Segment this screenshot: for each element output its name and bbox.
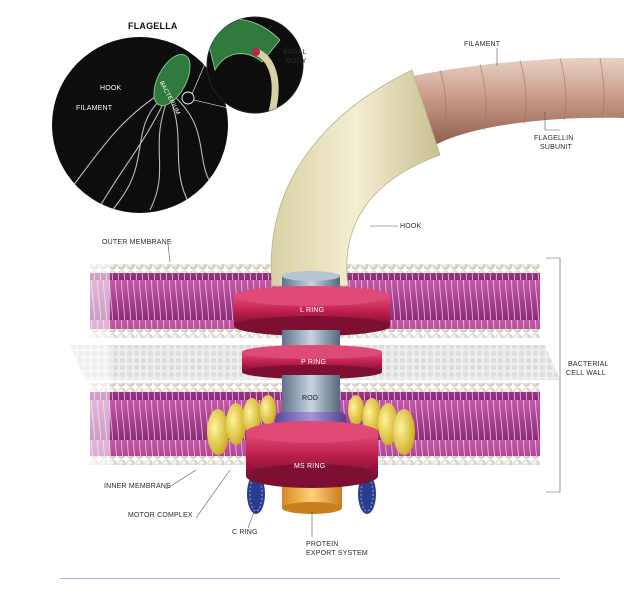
inset-title: FLAGELLA <box>128 21 178 31</box>
flagella-inset <box>52 37 229 213</box>
rod-label: ROD <box>302 395 319 402</box>
l-ring-label: L RING <box>300 307 325 314</box>
filament <box>395 57 624 149</box>
basal-body-label-2: BODY <box>286 58 307 65</box>
outer-membrane-label: OUTER MEMBRANE <box>102 239 172 246</box>
l-ring <box>234 286 390 336</box>
cell-wall-label-2: CELL WALL <box>566 370 606 377</box>
hook-label: HOOK <box>400 223 422 230</box>
c-ring-label: C RING <box>232 529 258 536</box>
protein-export-label-1: PROTEIN <box>306 541 339 548</box>
bottom-rule <box>60 578 560 579</box>
inset-hook-label: HOOK <box>100 85 122 92</box>
protein-export-label-2: EXPORT SYSTEM <box>306 550 368 557</box>
motor-complex-label: MOTOR COMPLEX <box>128 512 193 519</box>
c-ring <box>247 474 376 514</box>
flagellin-label-1: FLAGELLIN <box>534 135 574 142</box>
basal-body-label-1: BASAL <box>283 49 307 56</box>
inner-membrane-label: INNER MEMBRANE <box>104 483 171 490</box>
inset-filament-label: FILAMENT <box>76 105 113 112</box>
filament-label: FILAMENT <box>464 41 501 48</box>
cell-wall-label-1: BACTERIAL <box>568 361 609 368</box>
p-ring <box>242 345 382 379</box>
ms-ring-label: MS RING <box>294 463 326 470</box>
leader-lines <box>165 48 561 537</box>
p-ring-label: P RING <box>301 359 327 366</box>
flagellin-label-2: SUBUNIT <box>540 144 573 151</box>
bacterium-body <box>153 53 191 107</box>
hook <box>270 69 441 287</box>
ms-ring <box>246 421 378 488</box>
basal-body-zoom <box>206 16 304 114</box>
motor-complex <box>207 395 415 455</box>
